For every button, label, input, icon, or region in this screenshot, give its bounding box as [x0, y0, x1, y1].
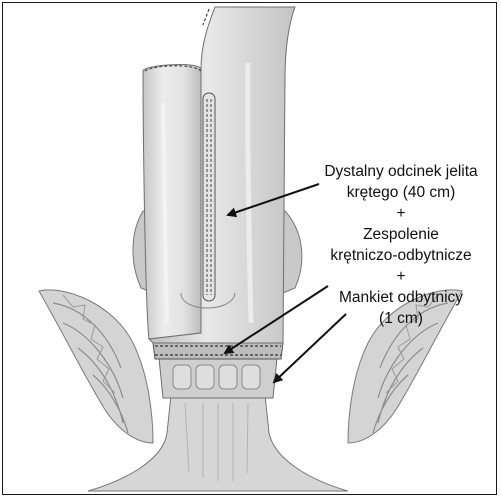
plus-sign: + [306, 266, 496, 287]
plus-sign: + [306, 203, 496, 224]
annotation-label: Dystalny odcinek jelita krętego (40 cm) … [306, 161, 496, 329]
rectal-cuff [159, 358, 277, 398]
illustration-frame: Dystalny odcinek jelita krętego (40 cm) … [2, 2, 497, 495]
right-fold [283, 211, 302, 293]
levator-muscle-left [39, 290, 153, 443]
ileal-pouch [143, 7, 295, 343]
label-line: Zespolenie [306, 224, 496, 245]
anastomosis-ring [153, 343, 283, 359]
label-line: krętego (40 cm) [306, 182, 496, 203]
label-line: Dystalny odcinek jelita [306, 161, 496, 182]
label-line: krętniczo-odbytnicze [306, 245, 496, 266]
label-line: (1 cm) [306, 308, 496, 329]
label-line: Mankiet odbytnicy [306, 287, 496, 308]
